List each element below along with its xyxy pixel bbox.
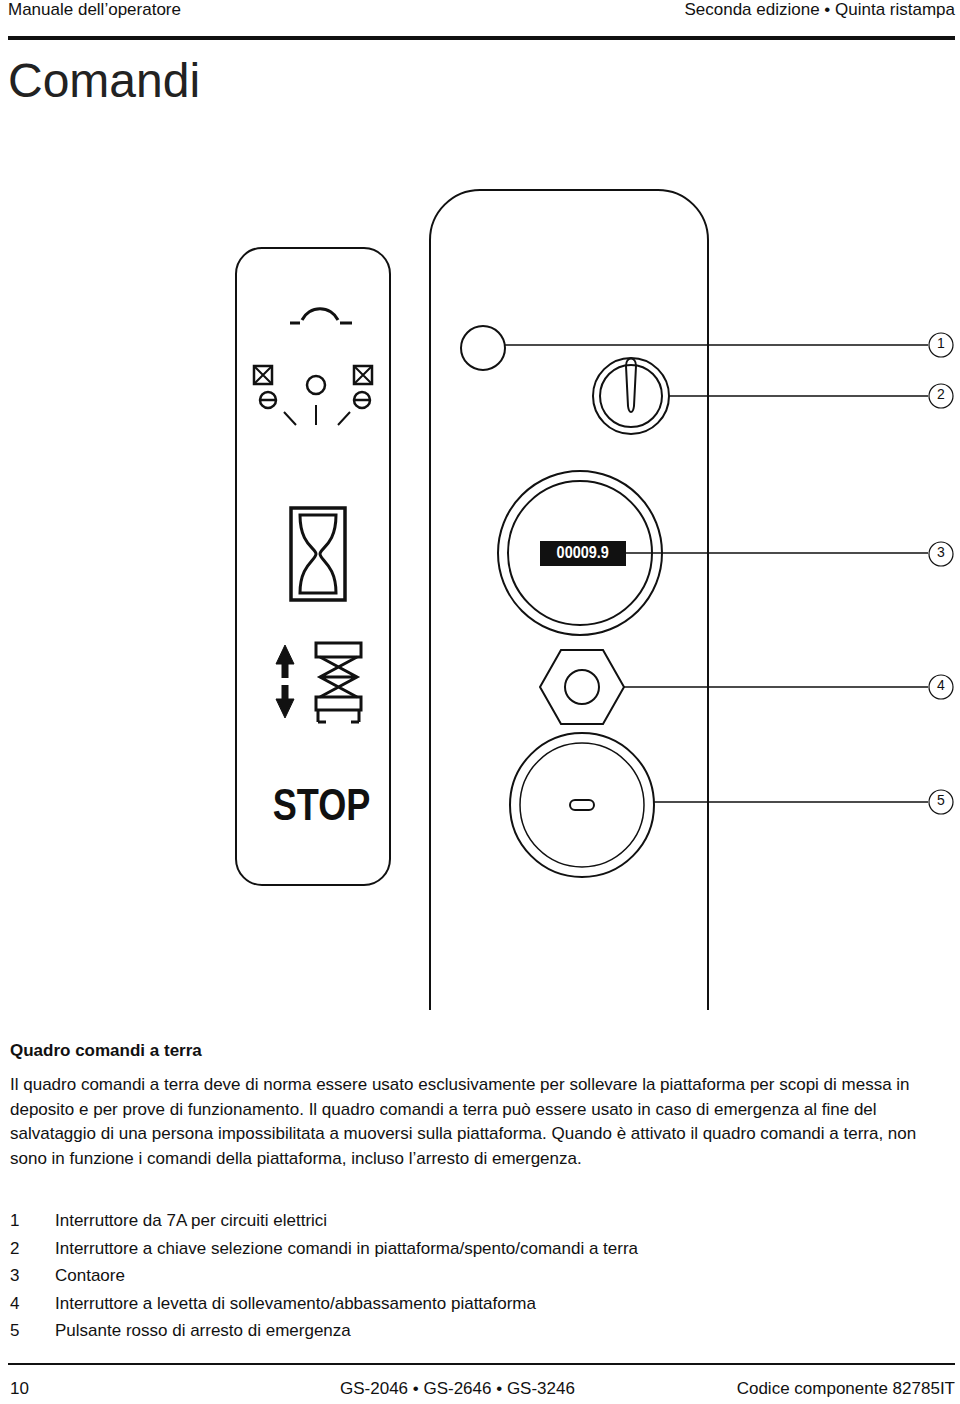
list-number: 1 [10,1211,19,1231]
list-number: 3 [10,1266,19,1286]
page-title: Comandi [8,52,200,110]
stop-decal: STOP [262,778,382,832]
callout-number: 4 [929,677,953,694]
list-item: Contaore [55,1266,125,1286]
part-code: Codice componente 82785IT [600,1379,955,1399]
callout-number: 3 [929,544,953,561]
callout-number: 5 [929,792,953,809]
list-item: Interruttore da 7A per circuiti elettric… [55,1211,327,1231]
list-number: 5 [10,1321,19,1341]
stop-text: STOP [273,779,371,832]
list-item: Pulsante rosso di arresto di emergenza [55,1321,351,1341]
model-list: GS-2046 • GS-2646 • GS-3246 [340,1379,575,1399]
list-number: 4 [10,1294,19,1314]
list-item: Interruttore a chiave selezione comandi … [55,1239,638,1259]
list-number: 2 [10,1239,19,1259]
hour-meter-display: 00009.9 [540,541,626,566]
page-number: 10 [10,1379,29,1399]
counter-digits: 00009.9 [557,543,609,563]
callout-number: 2 [929,386,953,403]
callout-number: 1 [929,335,953,352]
header-right: Seconda edizione • Quinta ristampa [600,0,955,20]
section-heading: Quadro comandi a terra [10,1041,202,1061]
list-item: Interruttore a levetta di sollevamento/a… [55,1294,536,1314]
header-left: Manuale dell’operatore [8,0,181,20]
body-paragraph: Il quadro comandi a terra deve di norma … [10,1073,955,1171]
